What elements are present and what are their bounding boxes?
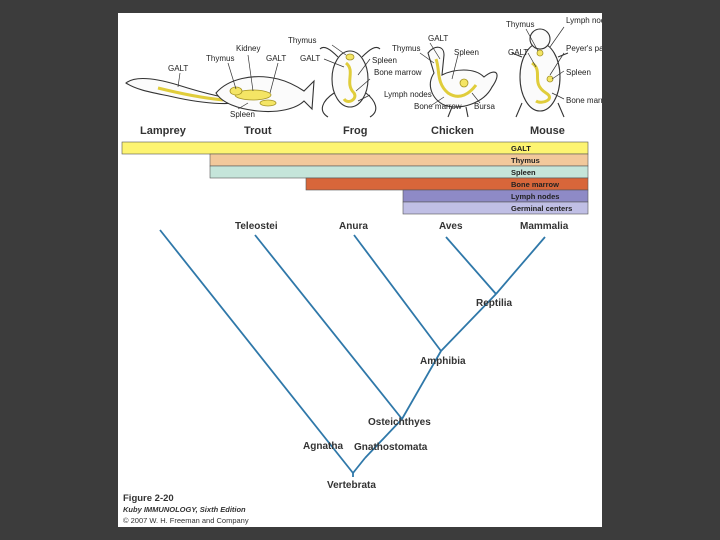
chicken-bone-marrow-label: Bone marrow (414, 102, 462, 111)
frog-bone-marrow-label: Bone marrow (374, 68, 422, 77)
lamprey-galt-label: GALT (168, 64, 188, 73)
taxon-mammalia: Mammalia (520, 221, 569, 232)
branch-anura (353, 234, 442, 352)
branch-mammalia (495, 236, 546, 295)
organism-name-frog: Frog (343, 125, 367, 137)
chicken-illustration: GALT Thymus Spleen Bone marrow Bursa (392, 34, 498, 118)
trout-galt-label: GALT (266, 54, 286, 63)
frog-galt-label: GALT (300, 54, 320, 63)
frog-illustration: Thymus GALT Spleen Bone marrow Lymph nod… (288, 36, 432, 118)
mouse-illustration: Thymus Lymph nodes GALT Peyer's patch Sp… (506, 16, 602, 118)
node-amphibia: Amphibia (420, 356, 466, 367)
organism-name-trout: Trout (244, 125, 272, 137)
mouse-bone-marrow-label: Bone marrow (566, 96, 602, 105)
trout-spleen-label: Spleen (230, 110, 255, 119)
organism-name-mouse: Mouse (530, 125, 565, 137)
branch-teleostei (254, 234, 403, 420)
node-osteichthyes: Osteichthyes (368, 417, 431, 428)
mouse-spleen-label: Spleen (566, 68, 591, 77)
taxon-anura: Anura (339, 221, 368, 232)
caption-book-title: Kuby IMMUNOLOGY, Sixth Edition (123, 505, 246, 514)
branch-amphibia (401, 350, 442, 420)
bar-lymph-nodes (402, 189, 589, 203)
branch-aves (445, 236, 497, 295)
bar-galt-label: GALT (511, 144, 531, 153)
tissue-bars: GALT Thymus Spleen Bone marrow Lymph nod… (121, 141, 589, 215)
trout-illustration: Kidney Thymus GALT Spleen (206, 44, 315, 119)
mouse-thymus-label: Thymus (506, 20, 534, 29)
frog-spleen-label: Spleen (372, 56, 397, 65)
taxon-teleostei: Teleostei (235, 221, 278, 232)
node-agnatha: Agnatha (303, 441, 343, 452)
trout-thymus-label: Thymus (206, 54, 234, 63)
mouse-peyers-patch-label: Peyer's patch (566, 44, 602, 53)
lamprey-illustration: GALT (125, 64, 249, 105)
chicken-bursa-label: Bursa (474, 102, 495, 111)
organism-name-chicken: Chicken (431, 125, 474, 137)
chicken-galt-label: GALT (428, 34, 448, 43)
branch-reptilia (440, 293, 497, 352)
chicken-spleen-label: Spleen (454, 48, 479, 57)
branch-osteichthyes (364, 418, 403, 459)
branch-agnatha (159, 229, 354, 474)
trout-kidney-label: Kidney (236, 44, 260, 53)
bar-lymph-nodes-label: Lymph nodes (511, 192, 559, 201)
caption-copyright: © 2007 W. H. Freeman and Company (123, 516, 249, 525)
bar-germinal-centers (402, 201, 589, 215)
frog-thymus-label: Thymus (288, 36, 316, 45)
bar-germinal-centers-label: Germinal centers (511, 204, 572, 213)
bar-thymus-label: Thymus (511, 156, 540, 165)
frog-lymph-nodes-label: Lymph nodes (384, 90, 432, 99)
node-vertebrata: Vertebrata (327, 480, 376, 491)
figure-canvas: GALT Kidney Thymus GALT Spleen Thymus GA… (121, 16, 602, 525)
branch-gnathostomata (352, 457, 366, 474)
organism-name-lamprey: Lamprey (140, 125, 187, 137)
taxon-aves: Aves (439, 221, 463, 232)
node-gnathostomata: Gnathostomata (354, 442, 428, 453)
mouse-lymph-nodes-label: Lymph nodes (566, 16, 602, 25)
cladogram (159, 229, 546, 477)
figure-panel: GALT Kidney Thymus GALT Spleen Thymus GA… (118, 13, 602, 527)
caption-figure-number: Figure 2-20 (123, 493, 174, 504)
chicken-thymus-label: Thymus (392, 44, 420, 53)
node-reptilia: Reptilia (476, 298, 513, 309)
mouse-galt-label: GALT (508, 48, 528, 57)
bar-spleen-label: Spleen (511, 168, 536, 177)
bar-bone-marrow-label: Bone marrow (511, 180, 559, 189)
